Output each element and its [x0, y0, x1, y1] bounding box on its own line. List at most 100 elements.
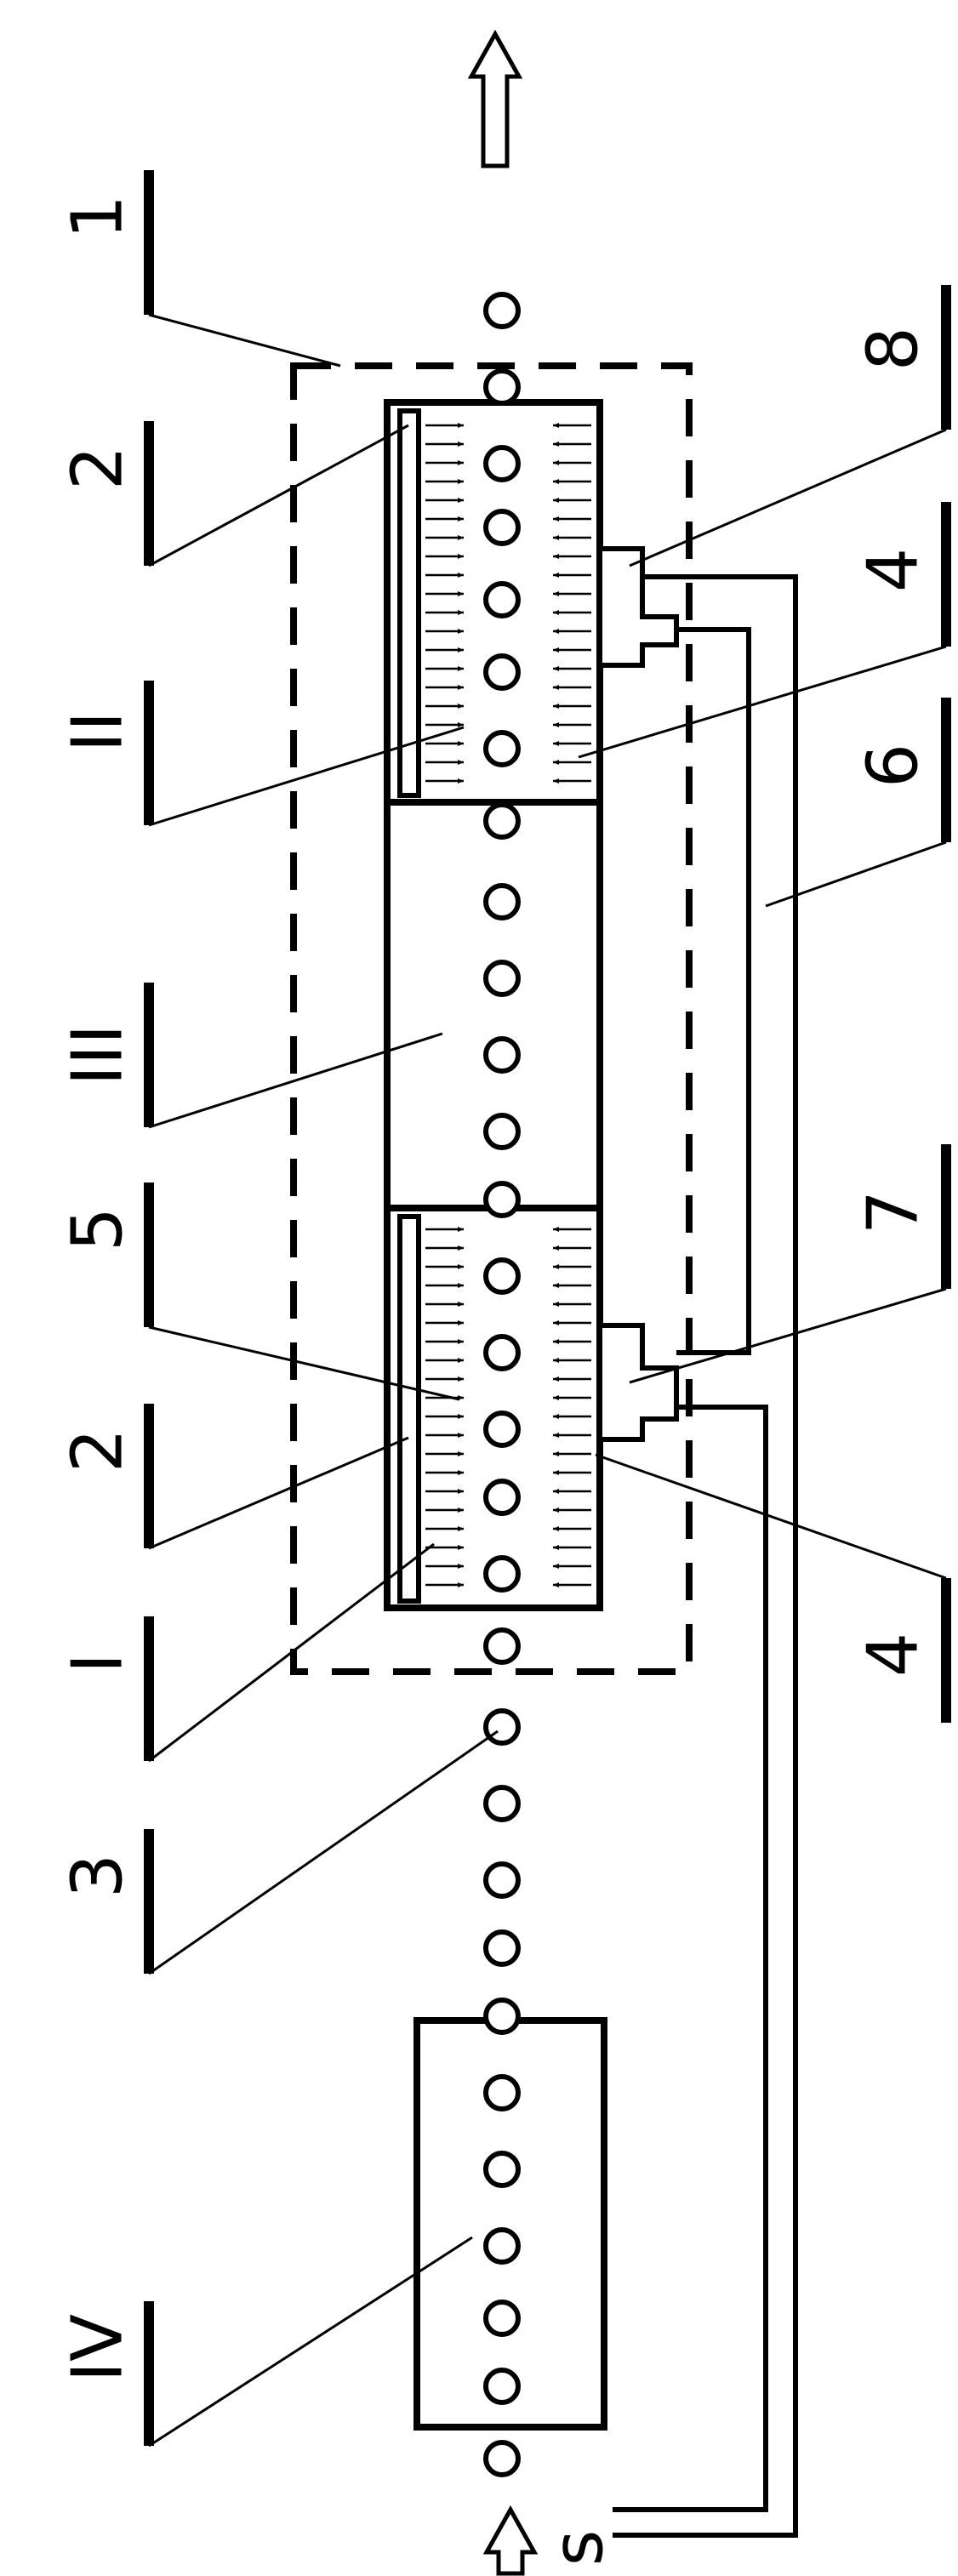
particle-circle: [483, 1861, 521, 1899]
particle-circle: [483, 1479, 521, 1516]
particle-circle: [483, 1181, 521, 1218]
label-stage-ii: II: [58, 711, 139, 752]
particle-circle: [483, 2074, 521, 2112]
field-arrowhead: [458, 554, 464, 559]
field-arrowhead: [553, 629, 559, 634]
field-arrowhead: [458, 1320, 464, 1325]
field-arrowhead: [553, 1302, 559, 1307]
field-arrowhead: [458, 704, 464, 709]
field-arrowhead: [458, 666, 464, 671]
field-arrowhead: [458, 516, 464, 521]
field-arrowhead: [553, 535, 559, 540]
particle-circle: [483, 581, 521, 618]
field-arrowhead: [553, 1564, 559, 1569]
field-arrowhead: [458, 498, 464, 503]
field-arrowhead: [458, 442, 464, 447]
field-arrowhead: [553, 685, 559, 690]
field-arrowhead: [458, 1376, 464, 1382]
field-arrowhead: [458, 1227, 464, 1232]
label-4-top: 4: [853, 548, 934, 592]
field-arrowhead: [553, 1414, 559, 1419]
field-arrowhead: [553, 1507, 559, 1513]
field-arrowhead: [458, 479, 464, 484]
label-4-bottom: 4: [853, 1633, 934, 1677]
field-arrowhead: [553, 1433, 559, 1438]
label-stage-i: I: [58, 1653, 139, 1673]
field-arrowhead: [458, 610, 464, 615]
label-6: 6: [853, 744, 934, 788]
particle-circle: [483, 368, 521, 406]
field-arrowhead: [553, 778, 559, 784]
particle-circle: [483, 292, 521, 329]
particle-circle: [483, 883, 521, 920]
field-arrowhead: [553, 516, 559, 521]
field-arrowhead: [553, 1526, 559, 1531]
label-5: 5: [58, 1207, 139, 1251]
field-arrowhead: [458, 1302, 464, 1307]
field-arrowhead: [458, 1545, 464, 1550]
field-arrowhead: [553, 498, 559, 503]
particle-circle: [483, 1929, 521, 1967]
field-arrowhead: [553, 591, 559, 596]
label-s: s: [539, 2530, 619, 2567]
unit-7: [597, 1323, 679, 1442]
particle-circle: [483, 1334, 521, 1371]
particle-circle: [483, 2368, 521, 2405]
field-arrowhead: [458, 1451, 464, 1456]
particle-circle: [483, 802, 521, 840]
particle-circle: [483, 2227, 521, 2265]
field-arrowhead: [458, 629, 464, 634]
particle-circle: [483, 1708, 521, 1746]
field-arrowhead: [458, 647, 464, 653]
field-arrowhead: [553, 460, 559, 465]
field-arrowhead: [458, 460, 464, 465]
field-arrowhead: [553, 1358, 559, 1363]
field-arrowhead: [553, 1376, 559, 1382]
field-arrowhead: [553, 1320, 559, 1325]
plate-2-top: [397, 408, 421, 798]
field-arrowhead: [458, 685, 464, 690]
particle-circle: [483, 1998, 521, 2035]
label-2-bottom: 2: [58, 1428, 139, 1473]
unit-8: [597, 546, 679, 668]
field-arrowhead: [458, 1414, 464, 1419]
particle-circle: [483, 1411, 521, 1448]
field-arrowhead: [553, 1395, 559, 1400]
label-stage-iii: III: [58, 1024, 139, 1086]
particle-circle: [483, 1627, 521, 1665]
field-arrowhead: [458, 1283, 464, 1288]
particle-circle: [483, 2151, 521, 2188]
particle-circle: [483, 445, 521, 482]
particle-circle: [483, 509, 521, 546]
particle-circle: [483, 1785, 521, 1822]
field-arrowhead: [553, 573, 559, 578]
field-arrowhead: [458, 591, 464, 596]
particle-circle: [483, 1555, 521, 1593]
particle-circle: [483, 1036, 521, 1074]
field-arrowhead: [553, 442, 559, 447]
flow-out-arrow: [467, 29, 523, 168]
field-arrowhead: [553, 1283, 559, 1288]
particle-stream: [483, 292, 521, 2477]
leader-lines: [148, 313, 947, 2448]
field-arrowhead: [458, 1489, 464, 1494]
field-arrowhead: [458, 1358, 464, 1363]
label-stage-iv: IV: [58, 2314, 139, 2382]
field-arrowhead: [458, 1264, 464, 1269]
particle-circle: [483, 653, 521, 691]
field-arrowhead: [458, 1339, 464, 1344]
field-arrowhead: [458, 1433, 464, 1438]
particle-circle: [483, 1257, 521, 1295]
field-arrowhead: [553, 760, 559, 765]
field-arrowhead: [458, 1564, 464, 1569]
particle-circle: [483, 960, 521, 997]
label-8: 8: [853, 327, 934, 371]
label-2-top: 2: [58, 446, 139, 490]
particle-circle: [483, 730, 521, 767]
particle-circle: [483, 2300, 521, 2337]
field-arrowhead: [553, 610, 559, 615]
label-3: 3: [58, 1854, 139, 1898]
field-arrowhead: [553, 1264, 559, 1269]
field-arrowhead: [553, 741, 559, 746]
